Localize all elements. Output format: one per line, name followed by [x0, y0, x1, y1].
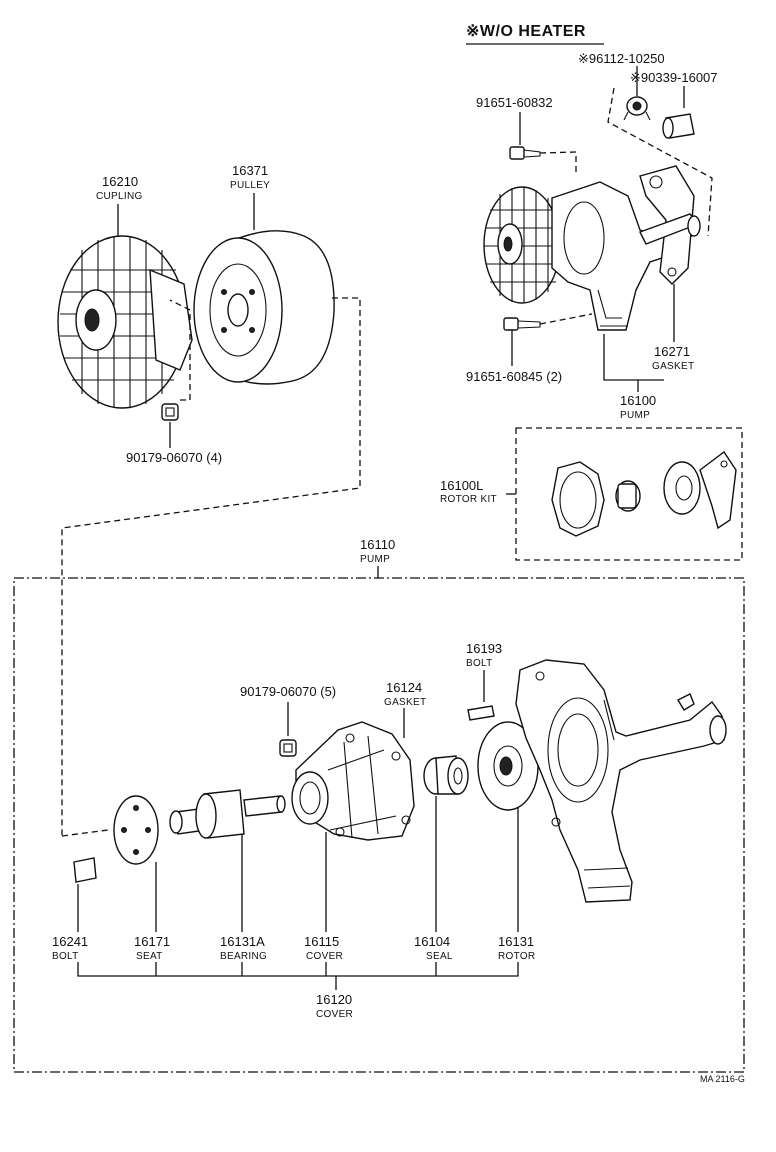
dashed-guide-seat — [61, 829, 109, 837]
bolt-91651-60845-icon — [503, 317, 541, 331]
dashed-guide-nut — [169, 299, 191, 401]
label-16131-num: 16131 — [498, 934, 534, 949]
label-16210-name: CUPLING — [96, 191, 143, 202]
label-16241-num: 16241 — [52, 934, 88, 949]
pump-group-frame — [13, 577, 745, 1073]
pump-housing-icon — [515, 659, 727, 903]
label-91651-60845: 91651-60845 (2) — [466, 369, 562, 384]
label-16120-name: COVER — [316, 1009, 353, 1020]
cover-group-bracket — [77, 962, 519, 977]
dashed-guide-pulley — [61, 297, 361, 836]
label-16171-name: SEAT — [136, 951, 163, 962]
label-90339: ※90339-16007 — [630, 70, 718, 85]
label-16371-name: PULLEY — [230, 180, 270, 191]
bolt-16193-icon — [467, 705, 495, 721]
bolt-16241-icon — [73, 857, 97, 883]
water-hose-icon — [662, 113, 695, 139]
wo-heater-header: ※W/O HEATER — [466, 23, 586, 40]
label-16171-num: 16171 — [134, 934, 170, 949]
pulley-icon — [193, 230, 335, 385]
label-16131-name: ROTOR — [498, 951, 535, 962]
label-16193-num: 16193 — [466, 641, 502, 656]
label-16115-num: 16115 — [304, 934, 339, 949]
drawing-code: MA 2116-G — [700, 1074, 745, 1084]
seat-16171-icon — [113, 795, 159, 865]
label-16120-num: 16120 — [316, 992, 352, 1007]
seal-16104-icon — [423, 755, 469, 795]
rotor-kit-gasket-icon — [551, 461, 605, 537]
bearing-16131a-icon — [169, 789, 286, 839]
leader-16100 — [603, 334, 664, 381]
label-16193-name: BOLT — [466, 658, 493, 669]
label-16110-num: 16110 — [360, 537, 395, 552]
rotor-16131-icon — [477, 721, 539, 811]
label-90179-06070-4: 90179-06070 (4) — [126, 450, 222, 465]
label-16371-num: 16371 — [232, 163, 268, 178]
label-16100L-num: 16100L — [440, 478, 483, 493]
dashed-guide-bolt2 — [539, 313, 593, 325]
label-16124-name: GASKET — [384, 697, 426, 708]
label-16241-name: BOLT — [52, 951, 79, 962]
rotor-kit-rotor-icon — [663, 450, 737, 530]
label-16104-name: SEAL — [426, 951, 453, 962]
pump-assembly-small-icon — [483, 165, 701, 331]
label-16271-name: GASKET — [652, 361, 694, 372]
label-16271-num: 16271 — [654, 344, 690, 359]
label-96112: ※96112-10250 — [578, 51, 665, 66]
label-16100-num: 16100 — [620, 393, 656, 408]
label-16210-num: 16210 — [102, 174, 138, 189]
nut-90179-b-icon — [279, 739, 297, 757]
dashed-guide-hose — [607, 87, 713, 237]
label-16110-name: PUMP — [360, 554, 390, 565]
label-90179-06070-5: 90179-06070 (5) — [240, 684, 336, 699]
nut-90179-a-icon — [161, 403, 179, 421]
label-16131A-num: 16131A — [220, 934, 265, 949]
label-16115-name: COVER — [306, 951, 343, 962]
label-16131A-name: BEARING — [220, 951, 267, 962]
label-16104-num: 16104 — [414, 934, 450, 949]
label-16100-name: PUMP — [620, 410, 650, 421]
label-16100L-name: ROTOR KIT — [440, 494, 497, 505]
fan-clutch-coupling-icon — [57, 235, 193, 409]
label-16124-num: 16124 — [386, 680, 422, 695]
label-91651-60832: 91651-60832 — [476, 95, 553, 110]
cover-16115-icon — [291, 721, 415, 841]
rotor-kit-seal-icon — [615, 480, 641, 512]
hose-clamp-icon — [623, 96, 651, 121]
bolt-91651-60832-icon — [509, 146, 541, 160]
dashed-guide-bolt — [539, 151, 577, 176]
